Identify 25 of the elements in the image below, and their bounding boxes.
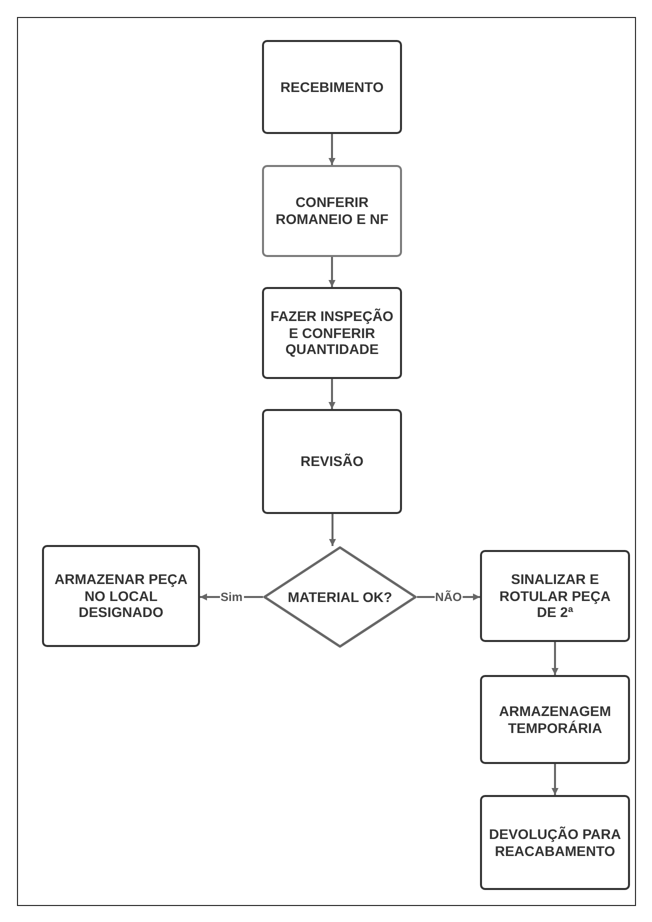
node-label: CONFERIR ROMANEIO E NF	[274, 194, 390, 228]
node-label: FAZER INSPEÇÃO E CONFERIR QUANTIDADE	[270, 308, 394, 358]
arrow	[328, 134, 336, 165]
arrow	[329, 514, 336, 546]
node-label: MATERIAL OK?	[288, 588, 392, 606]
arrow	[328, 379, 336, 409]
edge-label: NÃO	[434, 590, 463, 604]
process-box	[262, 165, 402, 257]
arrow	[328, 257, 336, 287]
node-label: RECEBIMENTO	[280, 78, 384, 96]
node-label: REVISÃO	[300, 453, 364, 470]
arrow	[552, 764, 558, 795]
process-box	[262, 40, 402, 134]
process-box	[262, 409, 402, 514]
process-box	[42, 545, 200, 647]
process-box	[480, 675, 630, 764]
edge-label: Sim	[220, 590, 244, 604]
process-box	[480, 550, 630, 642]
node-label: DEVOLUÇÃO PARA REACABAMENTO	[488, 826, 622, 860]
node-label: ARMAZENAR PEÇA NO LOCAL DESIGNADO	[54, 570, 188, 622]
node-label: ARMAZENAGEM TEMPORÁRIA	[498, 702, 612, 736]
node-label: SINALIZAR E ROTULAR PEÇA DE 2ª	[498, 570, 612, 622]
process-box	[262, 287, 402, 379]
arrow	[552, 642, 558, 675]
process-box	[480, 795, 630, 890]
